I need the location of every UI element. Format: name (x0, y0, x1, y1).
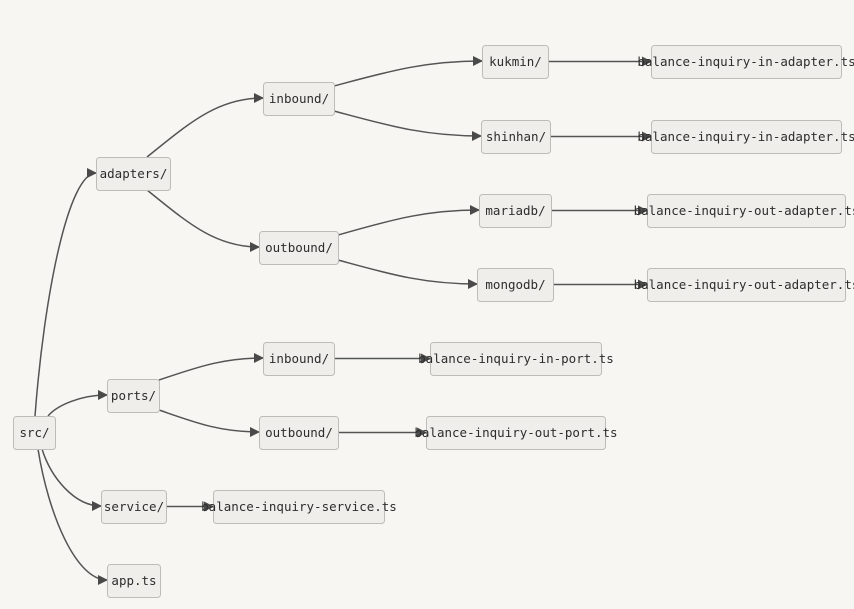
node-label: balance-inquiry-in-port.ts (418, 351, 614, 366)
node-box (479, 194, 552, 228)
node-label: mongodb/ (485, 277, 545, 292)
node-label: balance-inquiry-in-adapter.ts (637, 129, 854, 144)
node-box (107, 564, 161, 598)
edge-ports-to-inbound-p (158, 353, 264, 381)
node-adapters: adapters/ (96, 157, 171, 191)
node-label: balance-inquiry-out-adapter.ts (634, 277, 854, 292)
edge-ports-to-outbound-p (158, 409, 260, 437)
node-box (647, 194, 846, 228)
node-box (259, 416, 339, 450)
node-app: app.ts (107, 564, 161, 598)
node-box (647, 268, 846, 302)
node-label: balance-inquiry-service.ts (201, 499, 397, 514)
node-box (259, 231, 339, 265)
node-label: mariadb/ (485, 203, 545, 218)
nodes-layer: src/adapters/inbound/outbound/kukmin/shi… (13, 45, 854, 598)
edge-adapters-to-outbound-a (146, 189, 260, 252)
node-kukmin: kukmin/ (482, 45, 549, 79)
node-label: app.ts (111, 573, 156, 588)
node-box (426, 416, 606, 450)
node-f-shinhan: balance-inquiry-in-adapter.ts (637, 120, 854, 154)
node-box (482, 45, 549, 79)
node-label: adapters/ (100, 166, 168, 181)
node-outbound-p: outbound/ (259, 416, 339, 450)
node-box (101, 490, 167, 524)
node-box (13, 416, 56, 450)
node-box (651, 120, 842, 154)
node-label: balance-inquiry-out-port.ts (414, 425, 617, 440)
edge-adapters-to-inbound-a (146, 93, 264, 158)
node-f-inport: balance-inquiry-in-port.ts (418, 342, 614, 376)
node-label: inbound/ (269, 351, 329, 366)
edge-src-to-app (37, 448, 108, 585)
node-f-mariadb: balance-inquiry-out-adapter.ts (634, 194, 854, 228)
node-f-outport: balance-inquiry-out-port.ts (414, 416, 618, 450)
node-label: balance-inquiry-out-adapter.ts (634, 203, 854, 218)
node-label: kukmin/ (489, 54, 542, 69)
node-label: outbound/ (265, 240, 333, 255)
edges-layer (34, 56, 652, 585)
node-box (263, 342, 335, 376)
node-box (477, 268, 554, 302)
node-inbound-a: inbound/ (263, 82, 335, 116)
node-box (96, 157, 171, 191)
edge-src-to-service (41, 448, 102, 511)
edge-inbound-a-to-shinhan (333, 110, 482, 141)
edge-src-to-ports (47, 390, 108, 417)
node-ports: ports/ (107, 379, 160, 413)
node-outbound-a: outbound/ (259, 231, 339, 265)
edge-inbound-a-to-kukmin (333, 56, 483, 87)
node-mariadb: mariadb/ (479, 194, 552, 228)
edge-outbound-a-to-mongodb (337, 259, 478, 289)
node-box (213, 490, 385, 524)
node-service: service/ (101, 490, 167, 524)
node-label: src/ (19, 425, 49, 440)
node-f-service: balance-inquiry-service.ts (201, 490, 397, 524)
node-f-mongodb: balance-inquiry-out-adapter.ts (634, 268, 854, 302)
edge-outbound-a-to-mariadb (337, 205, 480, 236)
node-box (651, 45, 842, 79)
node-label: shinhan/ (486, 129, 546, 144)
node-src: src/ (13, 416, 56, 450)
node-label: service/ (104, 499, 164, 514)
node-box (107, 379, 160, 413)
node-label: inbound/ (269, 91, 329, 106)
node-label: ports/ (111, 388, 156, 403)
node-box (430, 342, 602, 376)
node-label: outbound/ (265, 425, 333, 440)
node-label: balance-inquiry-in-adapter.ts (637, 54, 854, 69)
node-inbound-p: inbound/ (263, 342, 335, 376)
node-shinhan: shinhan/ (481, 120, 551, 154)
node-box (263, 82, 335, 116)
node-box (481, 120, 551, 154)
node-mongodb: mongodb/ (477, 268, 554, 302)
edge-src-to-adapters (34, 168, 97, 417)
node-f-kukmin: balance-inquiry-in-adapter.ts (637, 45, 854, 79)
